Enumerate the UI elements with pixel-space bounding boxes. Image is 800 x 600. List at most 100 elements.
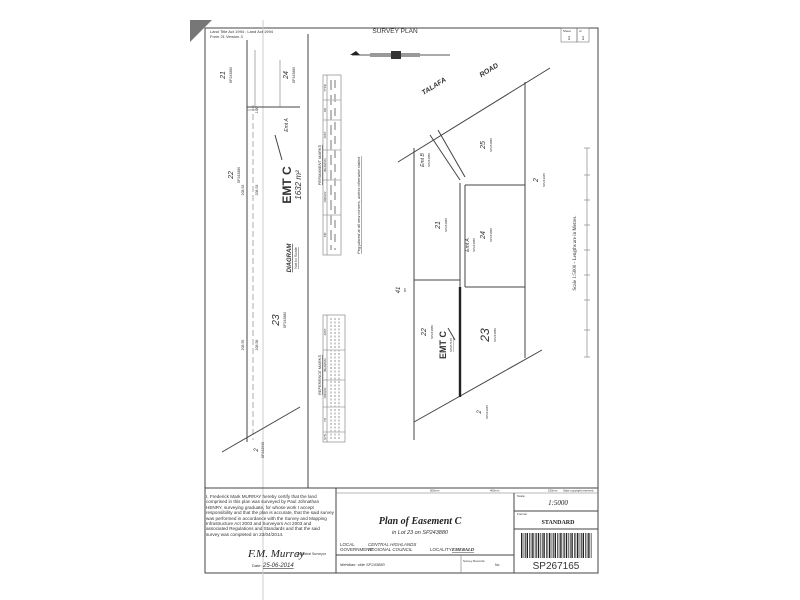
barcode-bar	[554, 533, 556, 558]
page-frame	[204, 27, 599, 574]
talafa-road-boundary	[397, 67, 551, 163]
lot-ref: SP243880	[489, 138, 493, 152]
main-plan: TALAFA ROAD 25 SP243880 21 SP243880 24 S…	[396, 62, 590, 440]
emt-b-ref: SP243880	[427, 153, 431, 167]
date-value: 25-06-2014	[262, 563, 294, 569]
north-arrow-icon	[350, 51, 450, 59]
rm-header: TO	[323, 417, 327, 422]
diagram-lot-24-ref: SP243880	[292, 67, 296, 83]
form-label: Form 21 Version 3	[210, 34, 243, 39]
barcode-bar	[577, 533, 579, 558]
format-value: STANDARD	[542, 520, 576, 526]
rm-header: ORIGIN	[323, 387, 327, 399]
barcode-bar	[586, 533, 588, 558]
scale-value: 1:5000	[548, 499, 568, 507]
barcode-bar	[588, 533, 590, 558]
barcode-bar	[557, 533, 558, 558]
of-box	[576, 27, 590, 43]
barcode-bar	[526, 533, 528, 558]
dim-label: 208.55	[241, 340, 245, 351]
local-label: LOCAL	[340, 542, 355, 547]
diagram-lot-24: 24	[283, 71, 290, 80]
ruler-label: 500mm	[430, 489, 440, 493]
lot-24: 24	[480, 231, 487, 240]
lot-ref: SP243880	[489, 228, 493, 242]
scale-label: Scale:	[517, 494, 526, 498]
emt-a-label: Emt A	[465, 238, 471, 252]
barcode-bar	[549, 533, 551, 558]
barcode-bar	[540, 533, 542, 558]
local-government-name: CENTRAL HIGHLANDS	[368, 542, 416, 547]
barcode-bar	[543, 533, 545, 558]
scale-bar	[584, 147, 590, 358]
pm-header: BEARING	[323, 158, 327, 172]
plan-subtitle: in Lot 23 on SP243880	[392, 530, 449, 536]
reference-marks-title: REFERENCE MARKS	[317, 355, 322, 395]
plan-number: SP267165	[533, 561, 580, 572]
diagram: 21 SP243880 24 SP243880 Emt A 22 SP24388…	[220, 40, 303, 458]
surveyor-certification: I, Frederick Mark MURRAY hereby certify …	[206, 494, 334, 537]
barcode-bar	[553, 533, 554, 558]
sheet-label: Sheet	[563, 29, 571, 33]
lot-ref: SP243880	[444, 218, 448, 232]
barcode-bar	[560, 533, 562, 558]
surveyor-signature: F.M. Murray	[247, 548, 304, 560]
survey-records-label: Survey Records:	[463, 559, 485, 563]
diagram-lot-2: 2	[254, 448, 260, 453]
sheet-number: 1	[568, 36, 571, 42]
reference-marks-table: REFERENCE MARKS STN TO ORIGIN BEARING DI…	[317, 314, 346, 443]
lot-ref: SP243880	[430, 325, 434, 339]
ruler-label: 400mm	[490, 489, 500, 493]
barcode-bar	[536, 533, 537, 558]
barcode-bar	[558, 533, 560, 558]
barcode-bar	[565, 533, 568, 558]
surveyor-label: Cadastral Surveyor	[296, 552, 327, 556]
dim-label: 208.58	[255, 340, 259, 351]
lot-ref: RP	[403, 288, 407, 292]
copyright-note: State copyright reserved.	[563, 489, 594, 493]
diagram-emt-a: Emt A	[284, 118, 290, 132]
road-name: TALAFA	[421, 77, 448, 97]
rm-header: STN	[323, 433, 327, 440]
dim-label: 208.53	[241, 185, 245, 196]
scale-note: Scale 1:5000 - Lengths are in Metres.	[573, 215, 578, 290]
rm-header: DIST	[323, 327, 327, 335]
lot-23: 23	[478, 328, 492, 343]
pm-header: PM	[323, 232, 327, 237]
date-label: Date:	[252, 563, 262, 568]
pm-header: NO	[323, 107, 327, 112]
diagram-lot-23-ref: SP243880	[283, 312, 287, 328]
lot-25: 25	[480, 141, 487, 150]
barcode-bar	[530, 533, 532, 558]
peg-note: Peg placed at all new corners, unless ot…	[356, 156, 361, 254]
easement-c-label: EMT C	[438, 331, 448, 359]
diagram-subtitle: Not to Scale	[293, 246, 298, 269]
dim-label: 208.53	[255, 185, 259, 196]
local-government-name: REGIONAL COUNCIL	[368, 547, 413, 552]
of-number: 1	[582, 36, 585, 42]
barcode-bar	[574, 533, 575, 558]
government-label: GOVERNMENT:	[340, 547, 373, 552]
survey-records-value: No	[495, 563, 500, 567]
barcode-bar	[534, 533, 536, 558]
survey-plan-title: SURVEY PLAN	[372, 28, 418, 35]
barcode-bar	[590, 533, 592, 558]
diagram-easement-area: 1632 m²	[294, 170, 303, 200]
emt-a-ref: SP243880	[472, 238, 476, 252]
act-label: Land Title Act 1994 ; Land Act 1994	[210, 29, 274, 34]
dim-label: 1.00	[255, 107, 259, 114]
diagram-lot-21-ref: SP243880	[229, 67, 233, 83]
diagram-easement-label: EMT C	[280, 166, 294, 204]
barcode-bar	[529, 533, 530, 558]
barcode-bar	[579, 533, 581, 558]
barcode-bar	[547, 533, 549, 558]
scan-corner-shadow	[190, 20, 212, 42]
title-block: 500mm 400mm 150mm State copyright reserv…	[247, 488, 598, 573]
barcode-bar	[562, 533, 564, 558]
barcode-bar	[521, 533, 523, 558]
lot-41: 41	[396, 287, 402, 294]
barcode-bar	[525, 533, 526, 558]
locality-value: EMERALD	[451, 547, 475, 552]
of-label: of	[579, 29, 582, 33]
